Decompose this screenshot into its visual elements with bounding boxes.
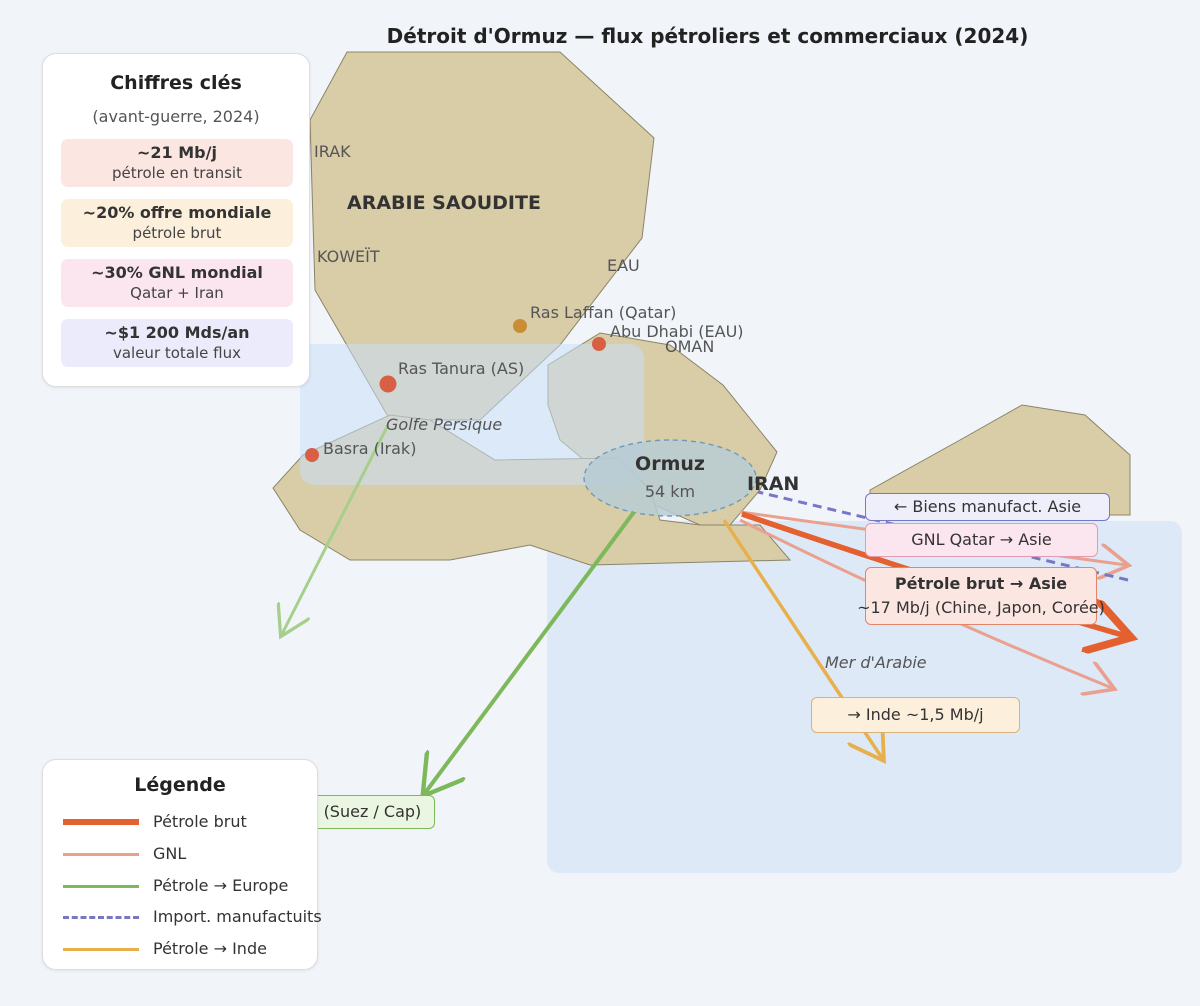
key-figure-value-value: ~$1 200 Mds/an — [104, 323, 250, 342]
legend-label-india: Pétrole → Inde — [153, 939, 267, 958]
legend-swatch-manuf — [63, 916, 139, 919]
legend-label-manuf: Import. manufactuits — [153, 907, 322, 926]
sea-label-golfe: Golfe Persique — [386, 415, 503, 434]
strait-width: 54 km — [644, 482, 696, 501]
sea-label-arabie: Mer d'Arabie — [825, 653, 927, 672]
key-figure-lng-value: ~30% GNL mondial — [91, 263, 263, 282]
port-label-ras-tanura: Ras Tanura (AS) — [398, 359, 525, 378]
key-figure-world-supply-label: pétrole brut — [132, 224, 222, 242]
country-label-iran: IRAN — [747, 473, 800, 495]
port-label-ras-laffan: Ras Laffan (Qatar) — [530, 303, 677, 322]
key-figure-lng: ~30% GNL mondial Qatar + Iran — [61, 259, 293, 307]
port-ras-laffan-marker — [513, 319, 527, 333]
legend-card: Légende Pétrole brut GNL Pétrole → Europ… — [42, 759, 322, 970]
key-figure-world-supply-value: ~20% offre mondiale — [82, 203, 272, 222]
port-basra-marker — [305, 448, 319, 462]
strait-name: Ormuz — [635, 453, 705, 475]
key-figures-title: Chiffres clés — [110, 72, 242, 94]
key-figure-world-supply: ~20% offre mondiale pétrole brut — [61, 199, 293, 247]
port-abu-dhabi-marker — [592, 337, 606, 351]
flow-label-crude-detail: ~17 Mb/j (Chine, Japon, Corée) — [857, 598, 1105, 617]
key-figure-lng-label: Qatar + Iran — [130, 284, 224, 302]
map-title: Détroit d'Ormuz — flux pétroliers et com… — [386, 24, 1029, 48]
key-figures-subtitle: (avant-guerre, 2024) — [92, 107, 260, 126]
country-label-arabie: ARABIE SAOUDITE — [347, 192, 541, 214]
hormuz-strait — [583, 439, 757, 517]
country-label-koweit: KOWEÏT — [317, 247, 380, 266]
port-label-abu-dhabi: Abu Dhabi (EAU) — [610, 322, 744, 341]
flow-europe-gulf — [282, 424, 390, 634]
port-ras-tanura-marker — [379, 375, 397, 393]
flow-label-crude-title: Pétrole brut → Asie — [894, 574, 1068, 593]
flow-label-crude: Pétrole brut → Asie ~17 Mb/j (Chine, Jap… — [857, 567, 1105, 625]
flow-label-lng: GNL Qatar → Asie — [865, 523, 1098, 557]
legend-label-crude: Pétrole brut — [153, 812, 247, 831]
country-label-irak: IRAK — [314, 142, 351, 161]
legend-label-lng: GNL — [153, 844, 187, 863]
legend-label-europe: Pétrole → Europe — [153, 876, 289, 895]
legend-swatch-crude — [63, 819, 139, 825]
key-figures-card: Chiffres clés (avant-guerre, 2024) ~21 M… — [42, 53, 310, 387]
key-figure-transit-label: pétrole en transit — [112, 164, 242, 182]
key-figure-transit-value: ~21 Mb/j — [137, 143, 217, 162]
flow-label-manuf: ← Biens manufact. Asie — [865, 493, 1110, 521]
flow-label-india: → Inde ~1,5 Mb/j — [811, 697, 1020, 733]
legend-swatch-europe — [63, 885, 139, 888]
flow-europe-hormuz — [425, 510, 636, 793]
country-label-oman: OMAN — [665, 337, 715, 356]
key-figure-value: ~$1 200 Mds/an valeur totale flux — [61, 319, 293, 367]
key-figure-value-label: valeur totale flux — [112, 344, 242, 362]
legend-swatch-india — [63, 948, 139, 951]
port-label-basra: Basra (Irak) — [323, 439, 417, 458]
flow-manuf — [757, 490, 1129, 582]
legend-swatch-lng — [63, 853, 139, 856]
country-label-eau: EAU — [607, 256, 640, 275]
key-figure-transit: ~21 Mb/j pétrole en transit — [61, 139, 293, 187]
legend-title: Légende — [134, 774, 226, 796]
